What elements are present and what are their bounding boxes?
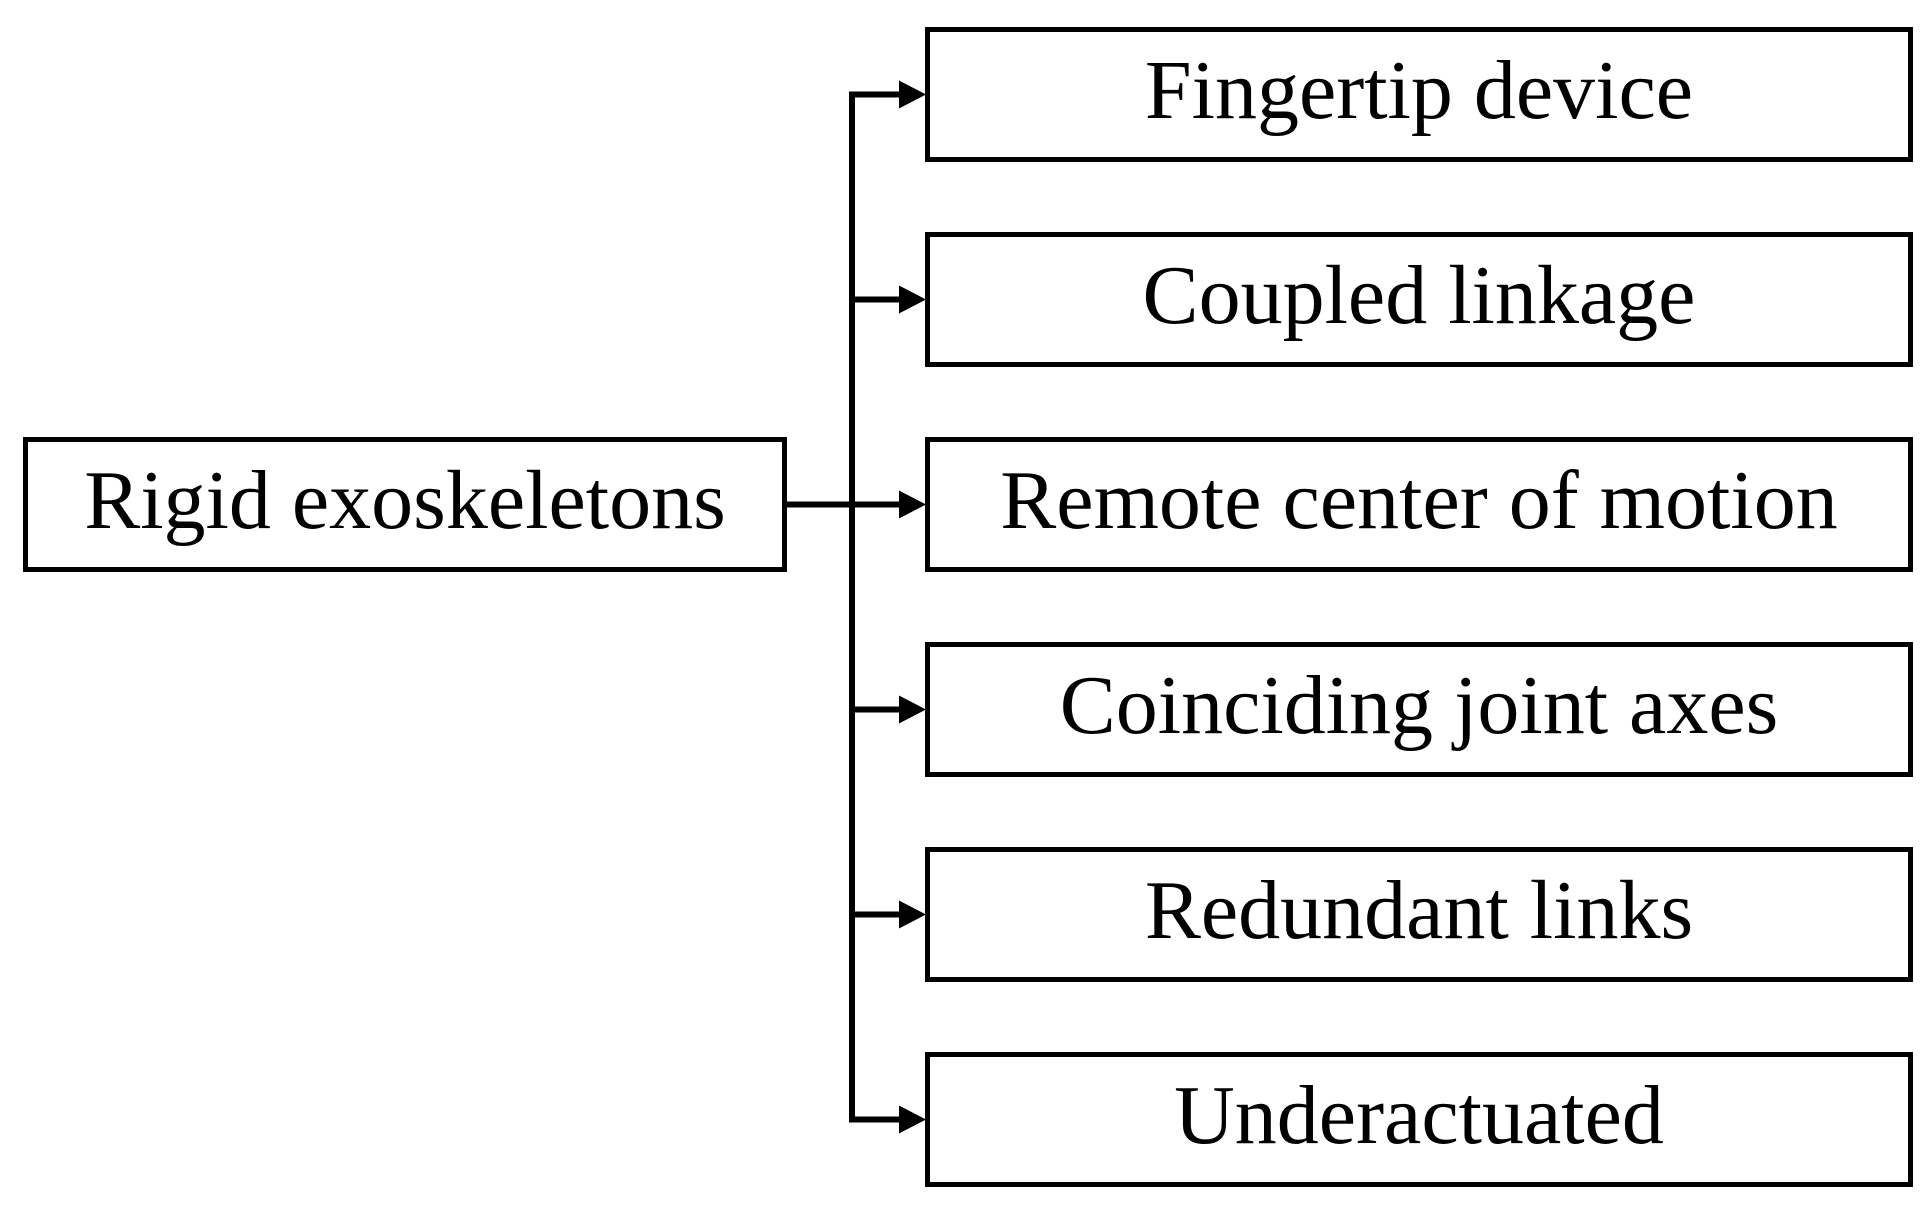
node-label: Remote center of motion bbox=[1000, 453, 1838, 547]
node-label: Coinciding joint axes bbox=[1059, 658, 1779, 752]
node-rigid-exoskeletons: Rigid exoskeletons bbox=[23, 437, 787, 572]
node-coupled-linkage: Coupled linkage bbox=[925, 232, 1913, 367]
node-label: Fingertip device bbox=[1144, 43, 1694, 137]
node-redundant-links: Redundant links bbox=[925, 847, 1913, 982]
node-coinciding-joint-axes: Coinciding joint axes bbox=[925, 642, 1913, 777]
arrowhead-icon bbox=[899, 285, 926, 314]
node-remote-center-of-motion: Remote center of motion bbox=[925, 437, 1913, 572]
arrowhead-icon bbox=[899, 490, 926, 519]
node-underactuated: Underactuated bbox=[925, 1052, 1913, 1187]
node-label: Rigid exoskeletons bbox=[84, 453, 726, 547]
node-label: Redundant links bbox=[1144, 863, 1694, 957]
node-fingertip-device: Fingertip device bbox=[925, 27, 1913, 162]
arrowhead-icon bbox=[899, 1105, 926, 1134]
arrowhead-icon bbox=[899, 900, 926, 929]
arrowhead-icon bbox=[899, 695, 926, 724]
node-label: Coupled linkage bbox=[1142, 248, 1696, 342]
arrowhead-icon bbox=[899, 80, 926, 109]
node-label: Underactuated bbox=[1174, 1068, 1664, 1162]
